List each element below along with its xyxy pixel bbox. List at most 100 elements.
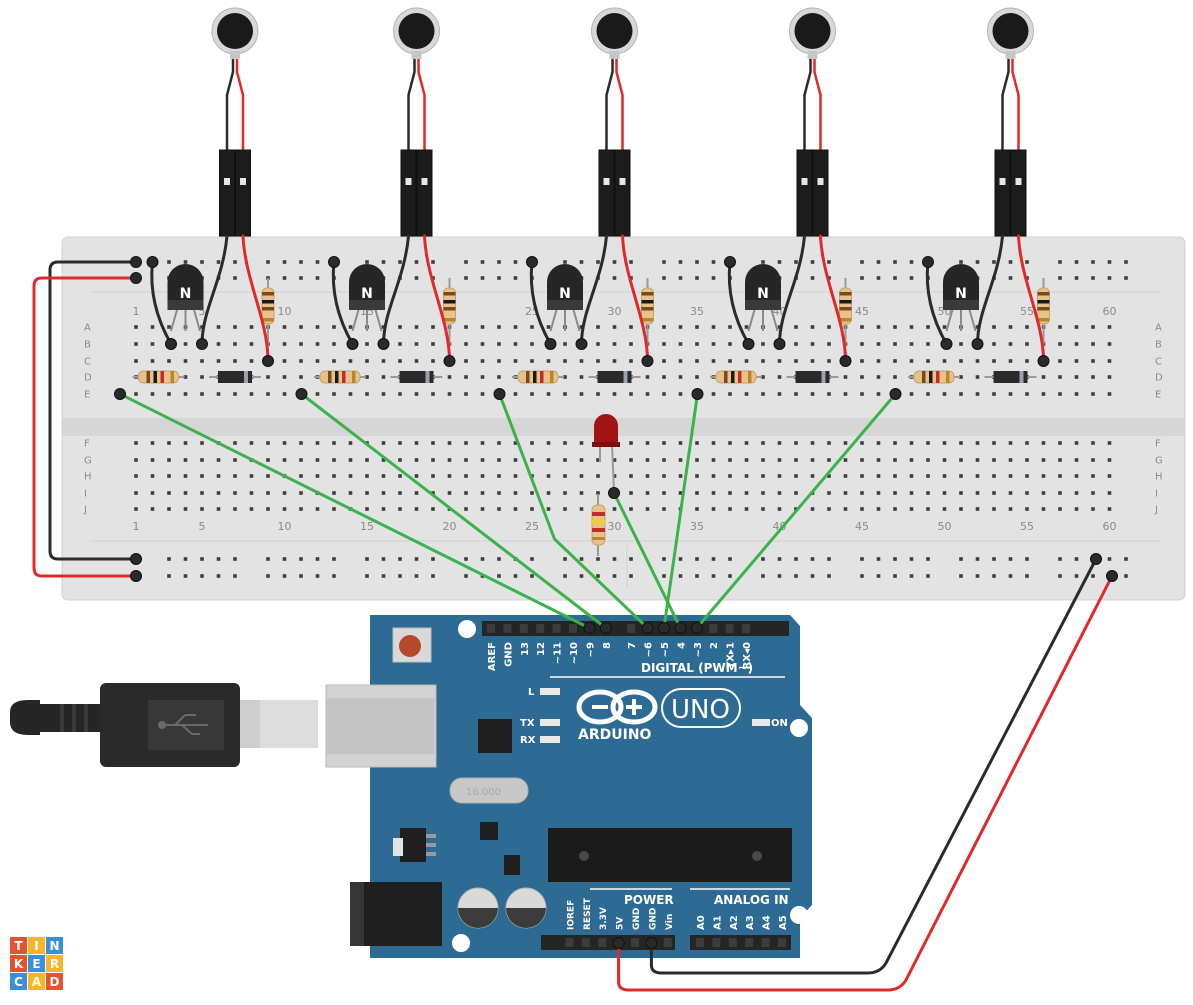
- hole[interactable]: [645, 474, 650, 478]
- flyback-diode[interactable]: [984, 371, 1037, 383]
- hole[interactable]: [266, 507, 270, 511]
- hole[interactable]: [480, 325, 485, 329]
- rail-hole[interactable]: [1074, 574, 1079, 578]
- rail-hole[interactable]: [513, 276, 518, 280]
- hole[interactable]: [662, 342, 666, 346]
- rail-hole[interactable]: [299, 557, 303, 561]
- hole[interactable]: [431, 474, 435, 478]
- hole[interactable]: [1107, 474, 1112, 478]
- hole[interactable]: [909, 458, 914, 462]
- hole[interactable]: [711, 474, 716, 478]
- connector-red[interactable]: [812, 149, 829, 237]
- hole[interactable]: [1008, 441, 1013, 445]
- hole[interactable]: [827, 392, 831, 396]
- rail-hole[interactable]: [678, 574, 683, 578]
- hole[interactable]: [365, 507, 369, 511]
- flyback-diode[interactable]: [209, 371, 261, 383]
- hole[interactable]: [1058, 458, 1062, 462]
- hole[interactable]: [761, 392, 765, 396]
- hole[interactable]: [1074, 507, 1079, 511]
- connector-black[interactable]: [994, 149, 1011, 237]
- hole[interactable]: [728, 458, 732, 462]
- hole[interactable]: [810, 359, 815, 363]
- hole[interactable]: [629, 507, 633, 511]
- hole[interactable]: [909, 507, 914, 511]
- rail-hole[interactable]: [233, 260, 237, 264]
- rail-hole[interactable]: [200, 557, 204, 561]
- rail-hole[interactable]: [1124, 574, 1128, 578]
- npn-transistor[interactable]: N: [167, 264, 204, 332]
- hole[interactable]: [546, 392, 551, 396]
- hole[interactable]: [414, 359, 419, 363]
- pulldown-resistor[interactable]: [839, 278, 852, 346]
- wire-end[interactable]: [295, 388, 308, 400]
- hole[interactable]: [959, 458, 963, 462]
- rail-hole[interactable]: [414, 276, 419, 280]
- rail-hole[interactable]: [909, 557, 914, 561]
- hole[interactable]: [200, 325, 204, 329]
- hole[interactable]: [761, 458, 765, 462]
- rail-hole[interactable]: [414, 260, 419, 264]
- hole[interactable]: [282, 342, 287, 346]
- hole[interactable]: [1091, 342, 1095, 346]
- hole[interactable]: [612, 474, 617, 478]
- hole[interactable]: [398, 507, 402, 511]
- rail-hole[interactable]: [810, 276, 815, 280]
- hole[interactable]: [761, 359, 765, 363]
- rail-hole[interactable]: [431, 574, 435, 578]
- hole[interactable]: [711, 507, 716, 511]
- motor-driver-module[interactable]: N: [710, 7, 852, 384]
- hole[interactable]: [728, 491, 732, 495]
- hole[interactable]: [497, 491, 501, 495]
- hole[interactable]: [810, 474, 815, 478]
- power-pin-socket[interactable]: [631, 938, 639, 947]
- hole[interactable]: [563, 392, 567, 396]
- rail-hole[interactable]: [183, 574, 188, 578]
- wire-end[interactable]: [1037, 355, 1050, 367]
- hole[interactable]: [1107, 375, 1112, 379]
- hole[interactable]: [728, 474, 732, 478]
- rail-hole[interactable]: [711, 276, 716, 280]
- hole[interactable]: [563, 342, 567, 346]
- hole[interactable]: [909, 325, 914, 329]
- motor-red-wire[interactable]: [423, 234, 451, 363]
- hole[interactable]: [282, 375, 287, 379]
- rail-hole[interactable]: [959, 574, 963, 578]
- rail-hole[interactable]: [695, 557, 699, 561]
- hole[interactable]: [1041, 392, 1046, 396]
- rail-hole[interactable]: [1107, 276, 1112, 280]
- wire-end[interactable]: [114, 388, 126, 400]
- hole[interactable]: [596, 458, 600, 462]
- hole[interactable]: [596, 342, 600, 346]
- pin-wire-end[interactable]: [658, 622, 670, 634]
- hole[interactable]: [579, 507, 584, 511]
- hole[interactable]: [926, 342, 930, 346]
- connector-black[interactable]: [219, 149, 235, 237]
- hole[interactable]: [612, 507, 617, 511]
- hole[interactable]: [794, 359, 798, 363]
- hole[interactable]: [563, 375, 567, 379]
- hole[interactable]: [513, 491, 518, 495]
- rail-hole[interactable]: [711, 260, 716, 264]
- digital-pin-socket[interactable]: [627, 624, 636, 633]
- hole[interactable]: [497, 474, 501, 478]
- rail-hole[interactable]: [975, 260, 980, 264]
- hole[interactable]: [678, 359, 683, 363]
- hole[interactable]: [629, 359, 633, 363]
- hole[interactable]: [959, 491, 963, 495]
- hole[interactable]: [563, 474, 567, 478]
- rail-hole[interactable]: [216, 574, 221, 578]
- rail-hole[interactable]: [992, 260, 996, 264]
- flyback-diode[interactable]: [390, 371, 443, 383]
- hole[interactable]: [513, 507, 518, 511]
- hole[interactable]: [942, 441, 947, 445]
- hole[interactable]: [1107, 342, 1112, 346]
- vibration-motor[interactable]: [393, 7, 440, 59]
- hole[interactable]: [794, 325, 798, 329]
- hole[interactable]: [959, 392, 963, 396]
- rail-hole[interactable]: [711, 574, 716, 578]
- hole[interactable]: [216, 342, 221, 346]
- rail-hole[interactable]: [381, 574, 386, 578]
- led-signal-wire[interactable]: [612, 491, 682, 630]
- hole[interactable]: [1041, 441, 1046, 445]
